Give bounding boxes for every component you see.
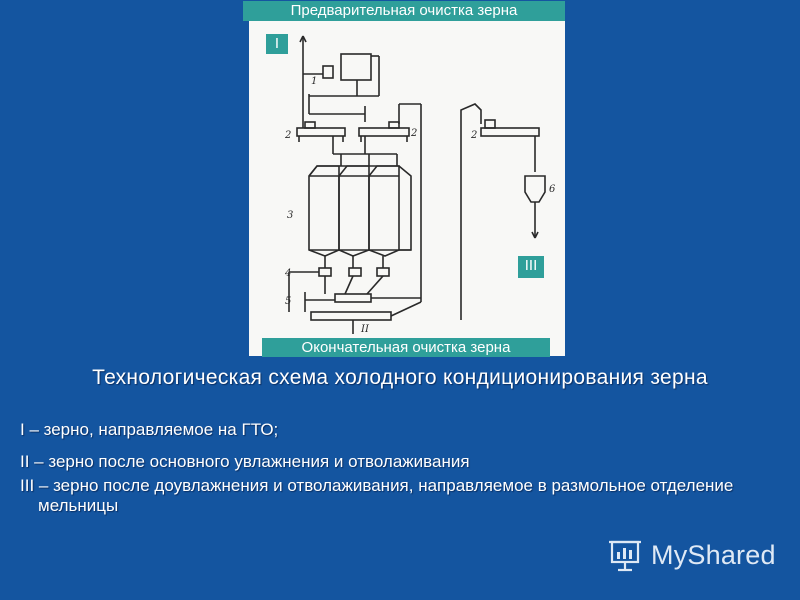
presentation-icon bbox=[609, 540, 641, 572]
top-caption: Предварительная очистка зерна bbox=[243, 1, 565, 21]
roman-numeral-1: I bbox=[266, 34, 288, 54]
label-2a: 2 bbox=[284, 130, 291, 141]
roman-numeral-3: III bbox=[518, 256, 544, 278]
slide-title: Технологическая схема холодного кондицио… bbox=[92, 366, 708, 389]
label-ii: II bbox=[360, 324, 370, 335]
legend-item-2: II – зерно после основного увлажнения и … bbox=[20, 452, 470, 471]
brand-logo: MyShared bbox=[606, 536, 786, 576]
label-2b: 2 bbox=[410, 128, 417, 139]
label-6: 6 bbox=[549, 184, 556, 195]
legend-item-1: I – зерно, направляемое на ГТО; bbox=[20, 420, 279, 439]
label-3: 3 bbox=[287, 210, 293, 221]
label-1: 1 bbox=[311, 76, 317, 87]
diagram-drawing: 1 2 2 2 3 4 5 6 II bbox=[284, 35, 556, 335]
label-2c: 2 bbox=[470, 130, 477, 141]
label-4: 4 bbox=[284, 268, 291, 279]
brand-name: MyShared bbox=[651, 540, 776, 570]
process-diagram: 1 2 2 2 3 4 5 6 II bbox=[249, 6, 565, 356]
bottom-caption: Окончательная очистка зерна bbox=[262, 338, 550, 357]
label-5: 5 bbox=[285, 296, 291, 307]
legend-item-3: III – зерно после доувлажнения и отволаж… bbox=[20, 476, 734, 515]
